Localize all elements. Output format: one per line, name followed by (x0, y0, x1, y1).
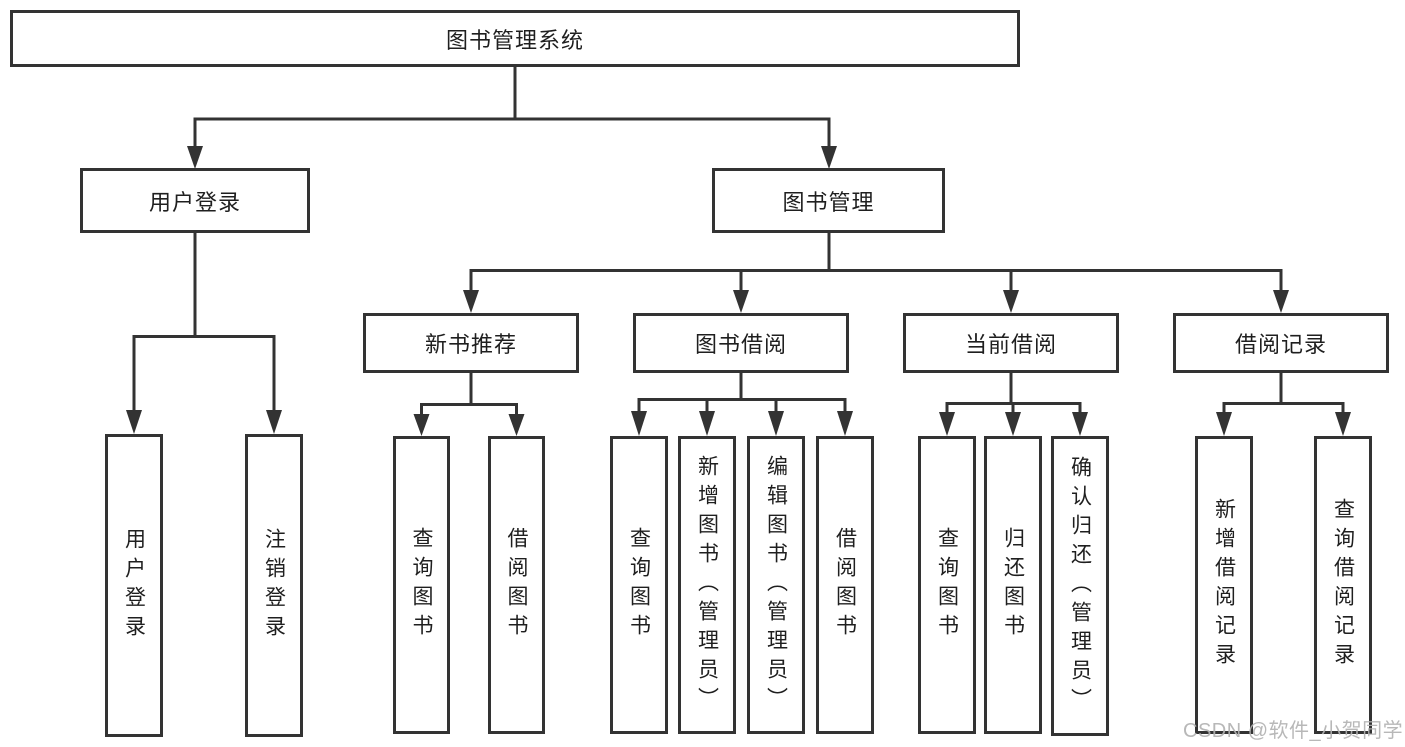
leaf-records-add-record: 新增借阅记录 (1195, 436, 1253, 734)
node-book-management: 图书管理 (712, 168, 945, 233)
leaf-borrowing-borrow-books: 借阅图书 (816, 436, 874, 734)
csdn-watermark: CSDN @软件_小贺同学 (1183, 720, 1404, 742)
connector-records-to-leaves (1216, 373, 1351, 436)
leaf-records-query-record: 查询借阅记录 (1314, 436, 1372, 734)
node-book-borrowing: 图书借阅 (633, 313, 849, 373)
leaf-current-return-books: 归还图书 (984, 436, 1042, 734)
connector-root-to-level2 (187, 67, 837, 169)
connector-borrowing-to-leaves (631, 373, 853, 436)
leaf-user-login: 用户登录 (105, 434, 163, 737)
leaf-borrowing-query-books: 查询图书 (610, 436, 668, 734)
node-library-system: 图书管理系统 (10, 10, 1020, 67)
leaf-current-confirm-return-admin: 确认归还（管理员） (1051, 436, 1109, 736)
leaf-borrowing-edit-books-admin: 编辑图书（管理员） (747, 436, 805, 734)
leaf-current-query-books: 查询图书 (918, 436, 976, 734)
connector-book-mgmt-to-level3 (463, 233, 1289, 313)
node-user-login: 用户登录 (80, 168, 310, 233)
leaf-logout: 注销登录 (245, 434, 303, 737)
connector-user-login-to-leaves (126, 233, 282, 434)
node-new-book-recommend: 新书推荐 (363, 313, 579, 373)
leaf-newbook-borrow-books: 借阅图书 (488, 436, 545, 734)
connector-new-book-to-leaves (413, 373, 525, 436)
connector-current-to-leaves (939, 373, 1088, 436)
node-borrowing-records: 借阅记录 (1173, 313, 1389, 373)
node-current-borrowing: 当前借阅 (903, 313, 1119, 373)
leaf-newbook-query-books: 查询图书 (393, 436, 450, 734)
leaf-borrowing-add-books-admin: 新增图书（管理员） (678, 436, 736, 734)
